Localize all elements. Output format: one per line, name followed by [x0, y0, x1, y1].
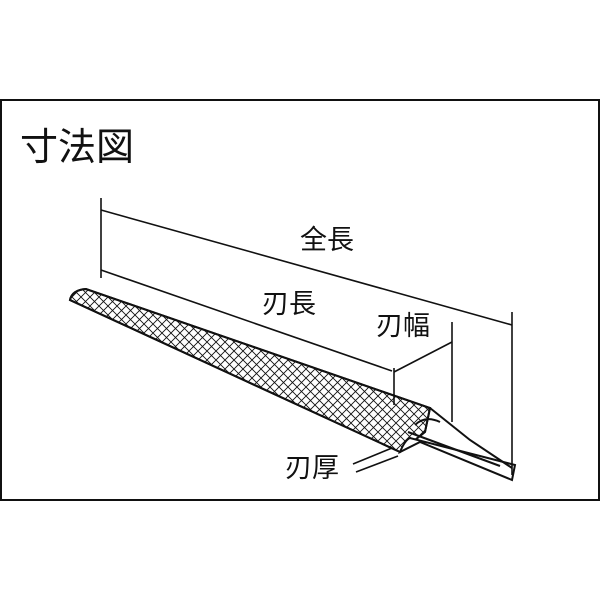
extension-lines: [100, 198, 513, 475]
diagram-title: 寸法図: [20, 125, 134, 169]
blade-length-line: [100, 269, 393, 372]
blade-width-label: 刃幅: [376, 311, 430, 342]
dimension-lines: [100, 209, 513, 473]
blade-thickness-label: 刃厚: [285, 453, 339, 484]
overall-length-label: 全長: [300, 225, 354, 256]
blade-length-label: 刃長: [262, 289, 316, 320]
blade-thickness-leader-1: [352, 447, 393, 465]
blade-thickness-leader-2: [355, 455, 399, 473]
blade-width-line: [393, 341, 453, 373]
file-tang: [398, 407, 517, 482]
overall-length-line: [100, 209, 513, 326]
